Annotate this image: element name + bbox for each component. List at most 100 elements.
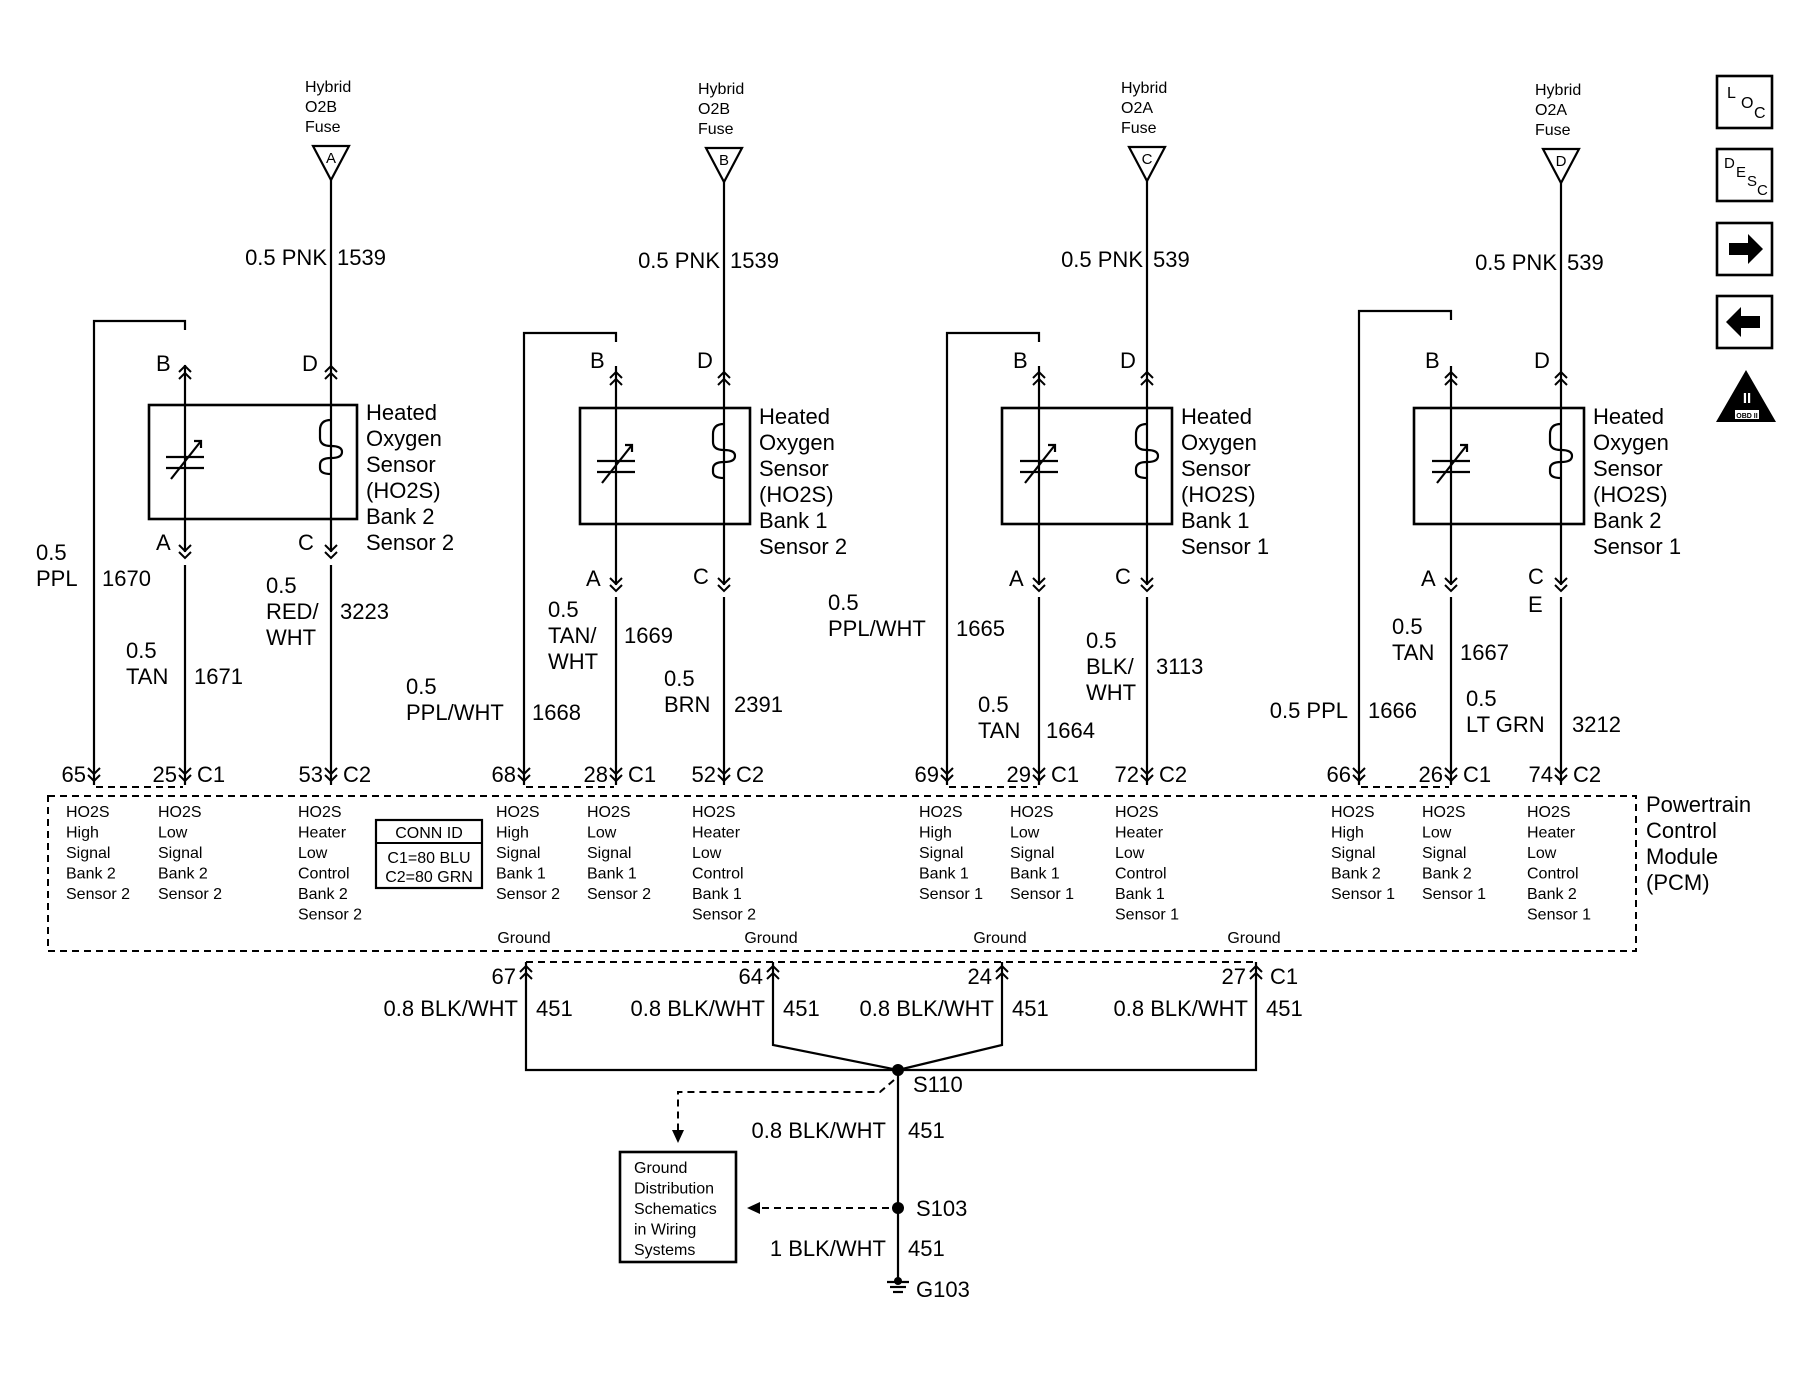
fuse-3-cavity: C [1142,151,1153,168]
pcm-function-1-line-5: Sensor 2 [66,886,130,903]
pcm-pin-69: 69 [915,762,939,787]
ground-distribution-note-line-1: Ground [634,1160,687,1177]
conn-id-box [374,818,484,890]
wire-3223-color-2: WHT [266,625,316,650]
pcm-function-3-line-4: Control [298,866,350,883]
pcm-function-4-line-2: High [496,825,529,842]
connector-terminal-icon-16 [1554,577,1568,593]
connector-terminal-icon-11 [1032,577,1046,593]
pcm-function-9-line-5: Bank 1 [1115,886,1165,903]
pcm-pin-74: 74 [1529,762,1553,787]
connector-terminal-icon-5 [609,370,623,386]
previous-page-button[interactable] [1715,294,1774,350]
pcm-function-9-line-2: Heater [1115,825,1164,842]
feed-wire-2-color: 0.5 PNK [638,248,720,273]
fuse-2-triangle-icon [704,146,744,185]
sensor-2-name-line-4: (HO2S) [759,482,834,507]
loc-letter-c: C [1754,105,1766,122]
pcm-function-6-line-5: Bank 1 [692,886,742,903]
connector-terminal-icon-12 [1140,577,1154,593]
pcm-connector-2-c1: C1 [628,762,656,787]
connector-terminal-icon-20 [517,767,531,783]
sensor-2-pin-b: B [590,348,605,373]
ground-pin-24: 24 [968,964,992,989]
pcm-pin-52: 52 [692,762,716,787]
sensor-2-name-line-3: Sensor [759,456,829,481]
wire-2391-circuit: 2391 [734,692,783,717]
pcm-function-10-line-3: Signal [1331,845,1375,862]
ground-distribution-note-line-2: Distribution [634,1181,714,1198]
feed-wire-4-color: 0.5 PNK [1475,250,1557,275]
pcm-function-7-line-2: High [919,825,952,842]
fuse-1-label-line-3: Fuse [305,119,341,136]
pcm-pin-65: 65 [62,762,86,787]
trunk-wire-1-circuit: 451 [908,1118,945,1143]
ground-wire-1-circuit: 451 [536,996,573,1021]
wire-3223-color: RED/ [266,599,319,624]
loc-letter-l: L [1727,85,1736,102]
wire-3212-color: LT GRN [1466,712,1545,737]
loc-button[interactable]: L O C [1715,74,1774,130]
feed-wire-4-circuit: 539 [1567,250,1604,275]
desc-button[interactable]: D E S C [1715,147,1774,203]
feed-wire-1-circuit: 1539 [337,245,386,270]
feed-wire-3-color: 0.5 PNK [1061,247,1143,272]
pcm-function-6-line-2: Heater [692,825,741,842]
obd-ii-triangle-icon [1716,370,1776,422]
next-page-button[interactable] [1715,221,1774,277]
fuse-3-triangle-icon [1127,145,1167,184]
sensor-4-name-line-5: Bank 2 [1593,508,1662,533]
desc-letter-c: C [1757,182,1768,199]
feed-wire-2-circuit: 1539 [730,248,779,273]
pcm-function-4-line-4: Bank 1 [496,866,546,883]
wire-1664-circuit: 1664 [1046,718,1095,743]
wire-1666-color: 0.5 PPL [1270,698,1348,723]
trunk-wire-1-color: 0.8 BLK/WHT [752,1118,886,1143]
sensor-4-pin-e: E [1528,592,1543,617]
wire-1671-gauge: 0.5 [126,638,157,663]
sensor-3-pin-a: A [1009,566,1024,591]
pcm-function-10-line-5: Sensor 1 [1331,886,1395,903]
conn-id-title: CONN ID [395,825,463,842]
sensor-4-pin-d: D [1534,348,1550,373]
sensor-2-name-line-5: Bank 1 [759,508,828,533]
wire-1671-circuit: 1671 [194,664,243,689]
pcm-function-12-line-6: Sensor 1 [1527,907,1591,924]
sensor-3-name-line-5: Bank 1 [1181,508,1250,533]
connector-terminal-icon-1 [178,364,192,380]
sensor-1-pin-d: D [302,351,318,376]
sensor-2-name-line-1: Heated [759,404,830,429]
pcm-name-line-4: (PCM) [1646,870,1710,895]
wire-2391-gauge: 0.5 [664,666,695,691]
pcm-function-3-line-5: Bank 2 [298,886,348,903]
desc-letter-e: E [1736,164,1746,181]
ground-wire-3-color: 0.8 BLK/WHT [860,996,994,1021]
pcm-function-8-line-1: HO2S [1010,804,1054,821]
connector-terminal-icon-27 [1444,767,1458,783]
conn-id-c2: C2=80 GRN [385,869,473,886]
sensor-2-pin-d: D [697,348,713,373]
desc-letter-d: D [1724,155,1735,172]
connector-terminal-icon-28 [1554,767,1568,783]
pcm-pin-72: 72 [1115,762,1139,787]
sensor-4-name-line-2: Oxygen [1593,430,1669,455]
sensor-1-name-line-5: Bank 2 [366,504,435,529]
connector-terminal-icon-22 [717,767,731,783]
trunk-wire-2-circuit: 451 [908,1236,945,1261]
nav-panel: L O C D E S C [1715,74,1776,422]
connector-terminal-icon-3 [178,544,192,560]
sensor-3-name-line-3: Sensor [1181,456,1251,481]
splice-s110: S110 [913,1072,963,1097]
pcm-function-5-line-5: Sensor 2 [587,886,651,903]
pcm-function-4-line-3: Signal [496,845,540,862]
pcm-function-11-line-2: Low [1422,825,1452,842]
pcm-pin-66: 66 [1327,762,1351,787]
pcm-connector-4-c1: C1 [1463,762,1491,787]
fuse-2-label-line-3: Fuse [698,121,734,138]
obd-ii-button[interactable]: II OBD II [1716,370,1776,422]
pcm-name-line-3: Module [1646,844,1718,869]
pcm-function-9-line-1: HO2S [1115,804,1159,821]
sensor-1-pin-c: C [298,530,314,555]
pcm-function-9-line-6: Sensor 1 [1115,907,1179,924]
